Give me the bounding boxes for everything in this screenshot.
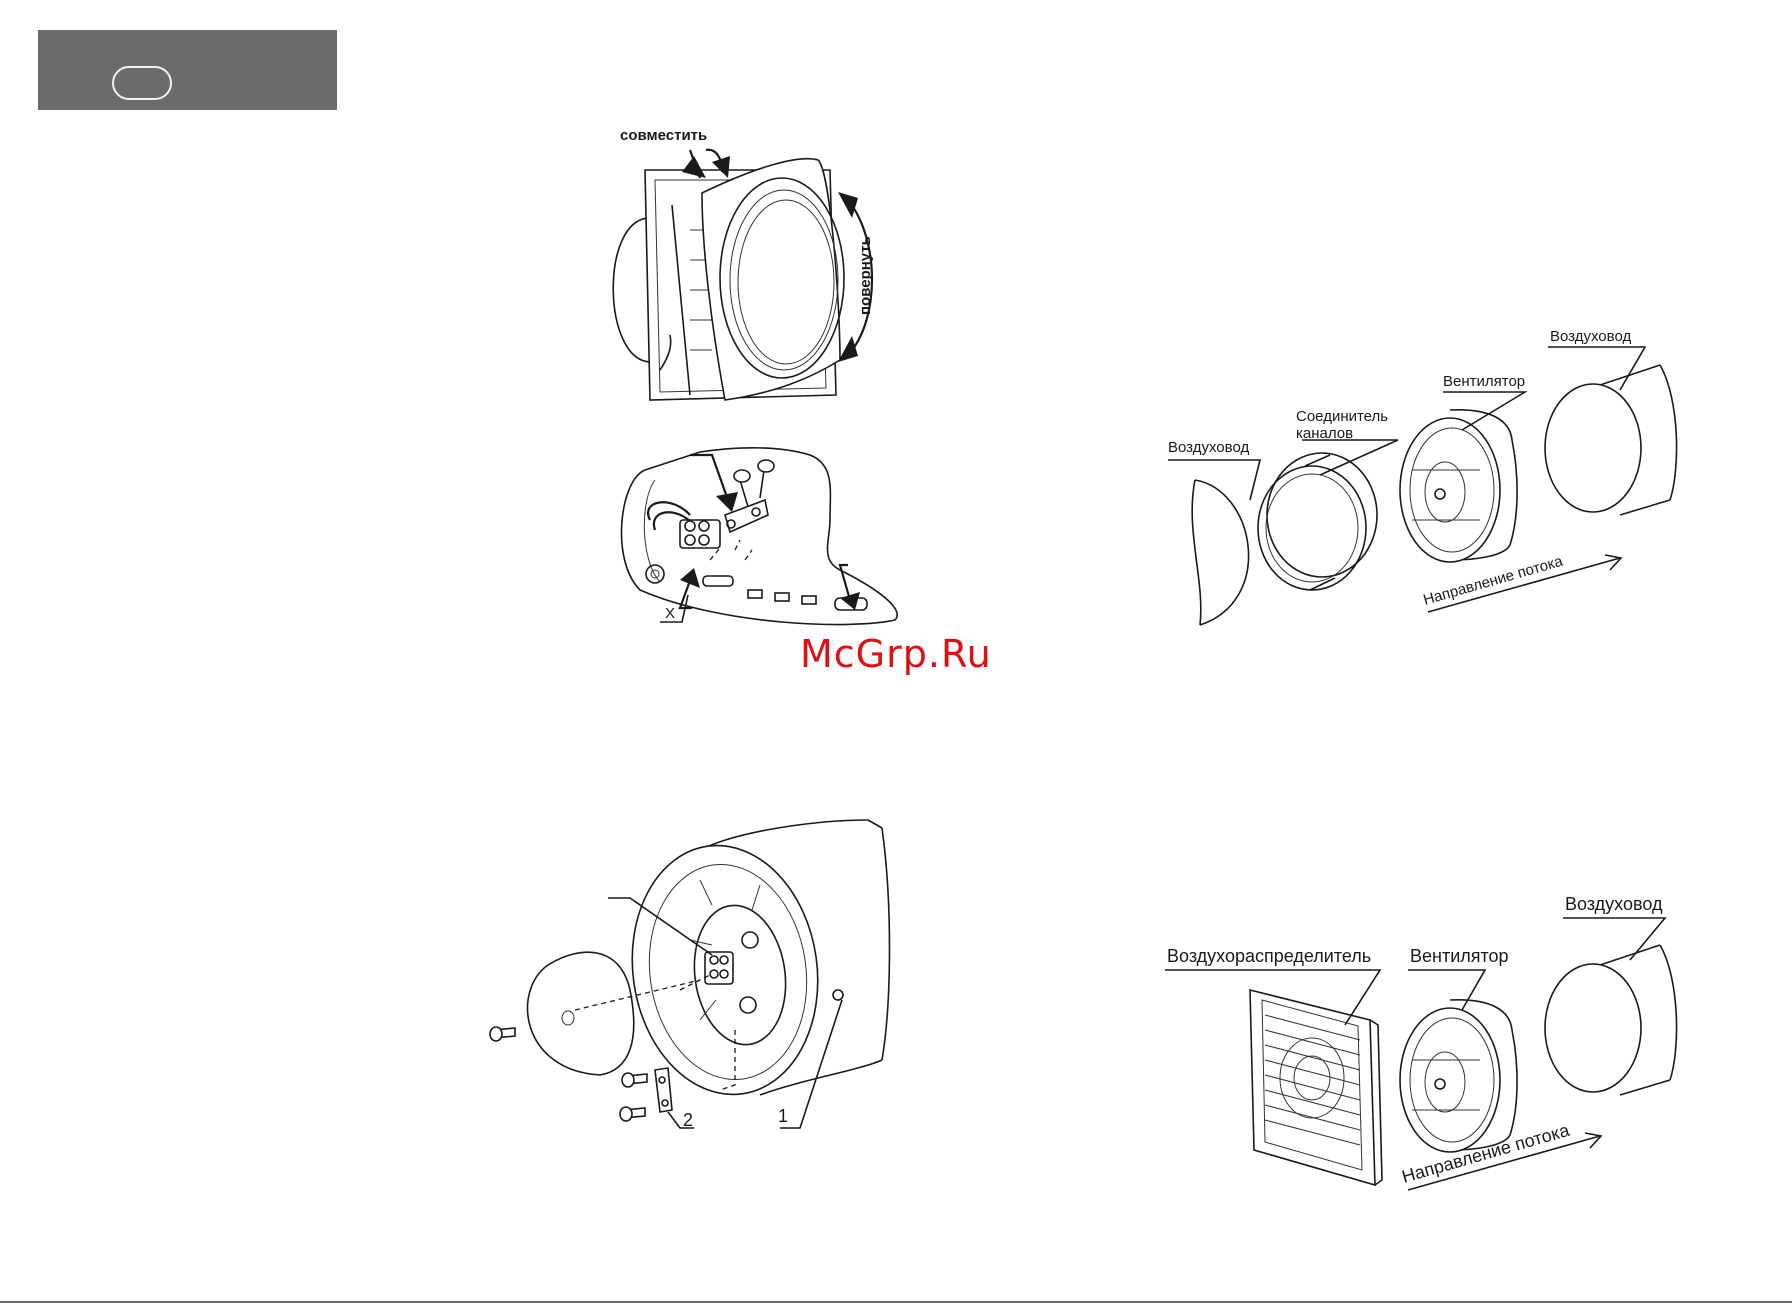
diagram1-duct-right-label: Воздуховод: [1550, 328, 1631, 345]
diagram1-duct-left-label: Воздуховод: [1168, 439, 1249, 456]
diagram2-fan-label: Вентилятор: [1410, 946, 1509, 966]
diagram2-diffuser-label: Воздухораспределитель: [1167, 946, 1371, 966]
fig3-duct-fan-illustration: 2 1: [490, 820, 890, 1130]
fig1-rotate-label: повернуть: [857, 236, 874, 315]
diagram2-diffuser-connection: Воздухораспределитель Вентилятор Воздухо…: [1165, 894, 1677, 1190]
diagram1-duct-connection: Воздуховод Соединитель каналов Вентилято…: [1168, 328, 1677, 625]
fig1-align-label: совместить: [620, 127, 707, 144]
fig3-label-1: 1: [778, 1106, 788, 1126]
fig1-fan-cover-illustration: совместить повернуть: [613, 127, 874, 400]
fig2-x-label: X: [665, 605, 675, 622]
fig3-label-2: 2: [683, 1110, 693, 1130]
fig2-terminal-block-illustration: X: [621, 448, 897, 625]
diagram1-connector-label-line1: Соединитель: [1296, 408, 1388, 425]
diagram2-duct-label: Воздуховод: [1565, 894, 1663, 914]
diagram1-connector-label-line2: каналов: [1296, 425, 1353, 442]
watermark: McGrp.Ru: [800, 632, 992, 676]
diagram1-fan-label: Вентилятор: [1443, 373, 1525, 390]
